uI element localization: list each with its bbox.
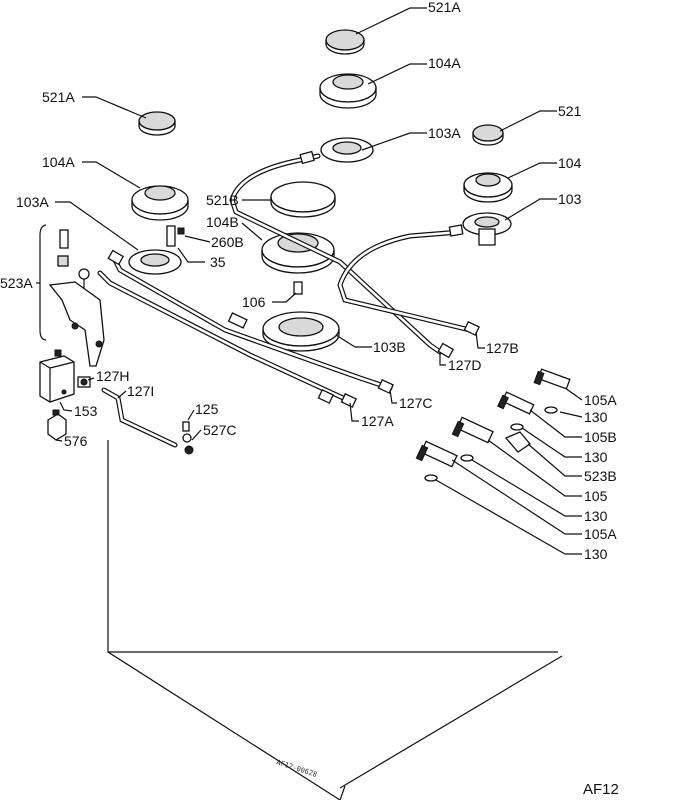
label-521b: 521B (206, 192, 239, 208)
pipe-fittings (107, 150, 480, 408)
bracket-523a-group (36, 224, 105, 367)
label-127d: 127D (448, 357, 481, 373)
gas-tap-105 (451, 416, 494, 462)
burner-cap-521 (472, 124, 504, 146)
label-130-2: 130 (584, 449, 608, 465)
electrode-260b (166, 225, 185, 247)
label-521: 521 (558, 103, 582, 119)
burner-base-103a-left (128, 249, 182, 275)
label-106: 106 (242, 294, 266, 310)
gas-tap-105b (497, 391, 535, 431)
label-521a-left: 521A (42, 89, 75, 105)
burner-crown-104a-top (319, 73, 377, 109)
label-130-1: 130 (584, 409, 608, 425)
label-105a-1: 105A (584, 392, 617, 408)
label-127c: 127C (399, 395, 432, 411)
label-260b: 260B (211, 234, 244, 250)
fitting-127h (77, 376, 91, 388)
burner-cap-521a-top (325, 29, 365, 55)
hob-outline (107, 440, 563, 800)
label-521a-top: 521A (428, 0, 461, 15)
injector-106 (293, 281, 303, 295)
label-127i: 127I (127, 383, 154, 399)
burner-cap-521b (270, 181, 336, 218)
label-105a-2: 105A (584, 526, 617, 542)
part-labels: 521A 104A 521A 521 103A 104A 104 521B 10… (0, 0, 619, 798)
label-105b: 105B (584, 429, 617, 445)
label-127a: 127A (361, 413, 394, 429)
label-130-3: 130 (584, 508, 608, 524)
label-103a-left: 103A (16, 194, 49, 210)
label-104b: 104B (206, 214, 239, 230)
control-box-153 (39, 349, 75, 403)
gas-pipes (97, 153, 473, 448)
label-523a: 523A (0, 275, 33, 291)
label-153: 153 (74, 403, 98, 419)
gas-tap-105a-2 (415, 440, 458, 482)
label-103: 103 (558, 191, 582, 207)
small-parts-125-527c (182, 421, 194, 455)
label-127b: 127B (486, 340, 519, 356)
burner-crown-104a-left (131, 185, 189, 221)
label-527c: 527C (203, 422, 236, 438)
label-104a-left: 104A (42, 154, 75, 170)
leader-lines (55, 7, 583, 555)
gas-tap-105a-1 (533, 368, 571, 414)
label-104a-top: 104A (428, 55, 461, 71)
label-125: 125 (195, 401, 219, 417)
label-104: 104 (558, 155, 582, 171)
label-105: 105 (584, 488, 608, 504)
burner-base-103 (462, 212, 512, 246)
plug-576 (47, 409, 67, 441)
label-127h: 127H (96, 368, 129, 384)
label-576: 576 (64, 433, 88, 449)
burner-crown-104 (463, 172, 513, 203)
burner-cap-521a-left (138, 111, 176, 136)
page-code: AF12 (583, 781, 619, 798)
burner-base-103b (262, 311, 340, 352)
drawing-reference: AF12-00628 (275, 758, 318, 779)
bracket-523b (504, 431, 531, 453)
burner-base-103a-top (320, 137, 374, 163)
label-35: 35 (210, 254, 226, 270)
label-103b: 103B (373, 339, 406, 355)
label-103a-top: 103A (428, 125, 461, 141)
label-523b: 523B (584, 468, 617, 484)
label-130-4: 130 (584, 546, 608, 562)
